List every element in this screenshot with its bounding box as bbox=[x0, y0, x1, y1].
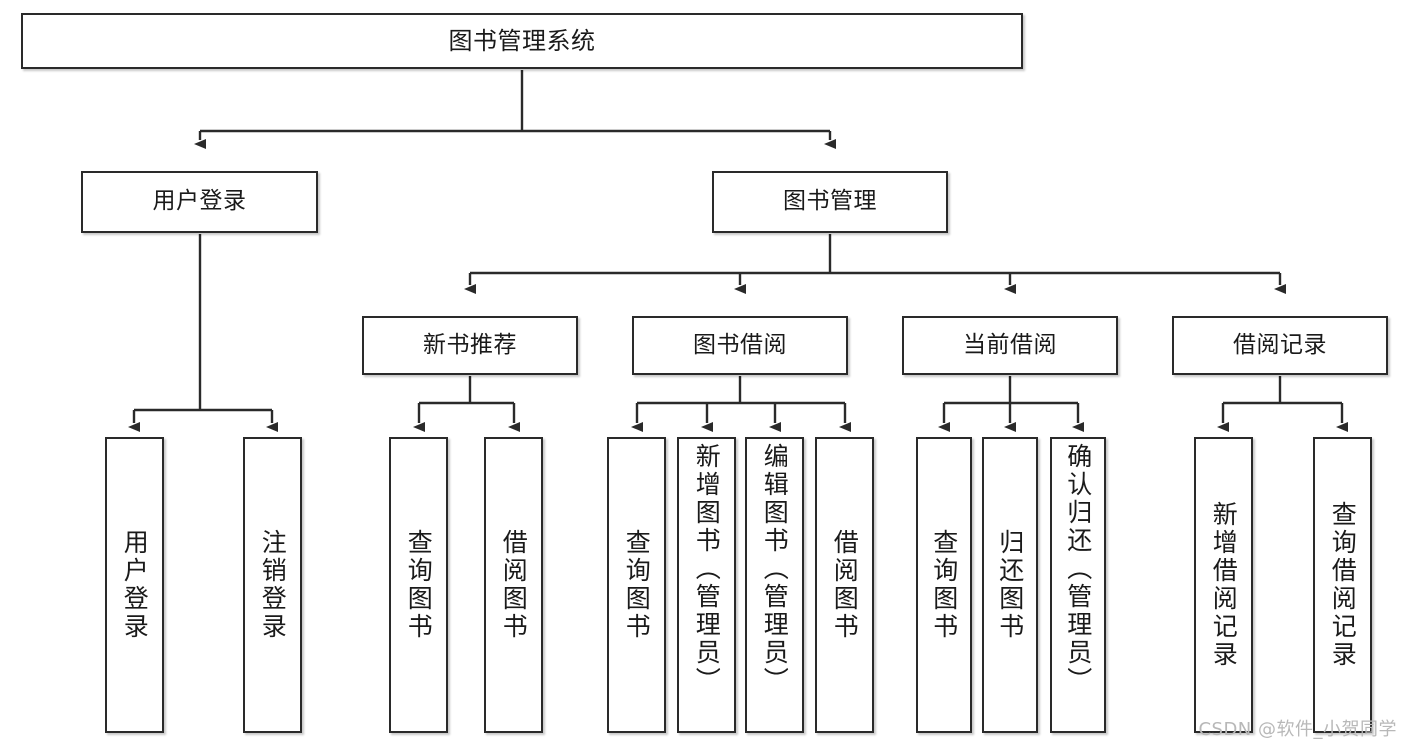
node-leaf-add-book-admin-label: 新增图书（管理员） bbox=[692, 443, 722, 695]
node-leaf-add-book-admin[interactable]: 新增图书（管理员） bbox=[677, 437, 736, 733]
node-leaf-logout[interactable]: 注销登录 bbox=[243, 437, 302, 733]
node-user-login[interactable]: 用户登录 bbox=[81, 171, 318, 233]
node-leaf-borrow-book-recommend[interactable]: 借阅图书 bbox=[484, 437, 543, 733]
node-book-borrow[interactable]: 图书借阅 bbox=[632, 316, 848, 375]
node-book-management-label: 图书管理 bbox=[783, 188, 877, 215]
node-leaf-user-login[interactable]: 用户登录 bbox=[105, 437, 164, 733]
node-leaf-query-book-current[interactable]: 查询图书 bbox=[916, 437, 972, 733]
node-current-borrow-label: 当前借阅 bbox=[963, 331, 1057, 358]
node-book-borrow-label: 图书借阅 bbox=[693, 331, 787, 358]
node-user-login-label: 用户登录 bbox=[152, 188, 247, 215]
node-leaf-query-borrow-record[interactable]: 查询借阅记录 bbox=[1313, 437, 1372, 733]
node-leaf-return-book[interactable]: 归还图书 bbox=[982, 437, 1038, 733]
node-root-book-management-system[interactable]: 图书管理系统 bbox=[21, 13, 1023, 69]
node-root-label: 图书管理系统 bbox=[448, 26, 596, 55]
node-new-book-recommend-label: 新书推荐 bbox=[423, 331, 517, 358]
node-leaf-query-borrow-record-label: 查询借阅记录 bbox=[1328, 501, 1358, 669]
node-borrow-record[interactable]: 借阅记录 bbox=[1172, 316, 1388, 375]
node-leaf-query-book-current-label: 查询图书 bbox=[929, 529, 959, 641]
node-leaf-query-book-recommend[interactable]: 查询图书 bbox=[389, 437, 448, 733]
node-leaf-confirm-return-admin[interactable]: 确认归还（管理员） bbox=[1050, 437, 1106, 733]
node-book-management[interactable]: 图书管理 bbox=[712, 171, 948, 233]
node-leaf-return-book-label: 归还图书 bbox=[995, 529, 1025, 641]
node-leaf-query-book-recommend-label: 查询图书 bbox=[404, 529, 434, 641]
node-borrow-record-label: 借阅记录 bbox=[1233, 331, 1327, 358]
node-leaf-logout-label: 注销登录 bbox=[258, 529, 288, 641]
node-leaf-query-book-borrow[interactable]: 查询图书 bbox=[607, 437, 666, 733]
node-leaf-borrow-book-recommend-label: 借阅图书 bbox=[499, 529, 529, 641]
csdn-watermark: CSDN @软件_小贺同学 bbox=[1198, 719, 1397, 740]
node-leaf-edit-book-admin[interactable]: 编辑图书（管理员） bbox=[745, 437, 804, 733]
node-leaf-borrow-book-label: 借阅图书 bbox=[830, 529, 860, 641]
node-leaf-edit-book-admin-label: 编辑图书（管理员） bbox=[760, 443, 790, 695]
node-leaf-user-login-label: 用户登录 bbox=[120, 529, 150, 641]
node-leaf-confirm-return-admin-label: 确认归还（管理员） bbox=[1063, 443, 1093, 695]
node-leaf-add-borrow-record-label: 新增借阅记录 bbox=[1209, 501, 1239, 669]
node-current-borrow[interactable]: 当前借阅 bbox=[902, 316, 1118, 375]
node-new-book-recommend[interactable]: 新书推荐 bbox=[362, 316, 578, 375]
node-leaf-add-borrow-record[interactable]: 新增借阅记录 bbox=[1194, 437, 1253, 733]
node-leaf-borrow-book[interactable]: 借阅图书 bbox=[815, 437, 874, 733]
node-leaf-query-book-borrow-label: 查询图书 bbox=[622, 529, 652, 641]
